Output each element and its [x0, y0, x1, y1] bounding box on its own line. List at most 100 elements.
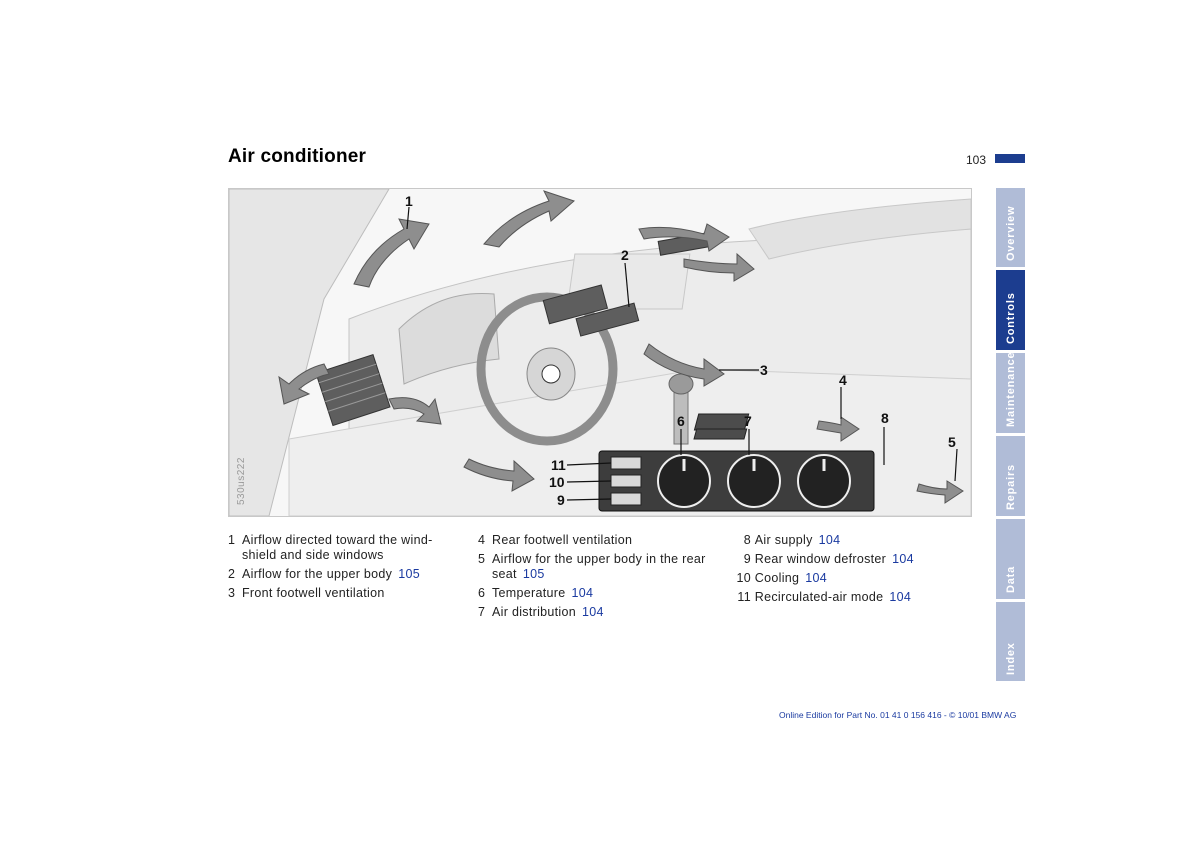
rear-footwell-vents [693, 413, 750, 440]
callout-8: 8 [881, 410, 889, 426]
temperature-knob [657, 454, 711, 508]
tab-overview[interactable]: Overview [996, 188, 1025, 267]
legend-text: Temperature [492, 586, 566, 600]
legend-text: Rear footwell ventilation [492, 533, 633, 547]
gear-knob [668, 373, 694, 395]
legend-item-4: 4 Rear footwell ventilation [478, 533, 723, 548]
airflow-arrow-left-vent [278, 363, 330, 405]
airflow-arrow-rear-footwell [816, 416, 860, 442]
legend-item-2: 2 Airflow for the upper body 105 [228, 567, 453, 582]
legend-number: 10 [736, 571, 751, 585]
legend-number: 8 [743, 533, 751, 547]
legend-text: Airflow for the upper body [242, 567, 393, 581]
tab-label: Index [1004, 642, 1017, 675]
air-distribution-knob [727, 454, 781, 508]
tab-label: Overview [1004, 205, 1017, 261]
callout-6: 6 [677, 413, 685, 429]
legend-number: 11 [737, 590, 751, 604]
airflow-arrow-driver-footwell [463, 458, 535, 492]
legend-column-2: 4 Rear footwell ventilation 5 Airflow fo… [478, 533, 723, 624]
legend-text: Airflow directed toward the wind-shield … [242, 533, 433, 562]
airflow-arrow-windshield-2 [483, 190, 575, 248]
figure-code: 530us222 [236, 457, 247, 505]
page-title: Air conditioner [228, 146, 367, 167]
airflow-arrow-rear-seat [916, 480, 964, 504]
legend-number: 1 [228, 533, 236, 547]
tab-data[interactable]: Data [996, 519, 1025, 599]
legend-item-6: 6 Temperature 104 [478, 586, 723, 601]
legend-number: 4 [478, 533, 486, 547]
legend-number: 3 [228, 586, 236, 600]
tab-label: Maintenance [1004, 351, 1017, 427]
page-number: 103 [966, 153, 987, 167]
callout-leader-lines [406, 206, 958, 501]
dashboard-illustration: 1 2 3 4 5 6 7 8 9 10 11 [228, 188, 972, 517]
tab-index[interactable]: Index [996, 602, 1025, 681]
legend-number: 5 [478, 552, 486, 566]
center-vents [542, 284, 640, 337]
door-panel-shape [748, 198, 971, 260]
logo-emblem [541, 364, 561, 384]
legend-number: 2 [228, 567, 236, 581]
legend-text: Airflow for the upper body in the rear s… [492, 552, 706, 581]
airflow-arrows [278, 190, 964, 504]
legend-item-5: 5 Airflow for the upper body in the rear… [478, 552, 723, 582]
airflow-arrow-left-vent-2 [388, 397, 442, 425]
callout-10: 10 [549, 474, 565, 490]
callout-5: 5 [948, 434, 956, 450]
legend-item-3: 3 Front footwell ventilation [228, 586, 453, 601]
air-supply-knob [797, 454, 851, 508]
legend-text: Air distribution [492, 605, 576, 619]
legend-text: Recirculated-air mode [754, 590, 884, 604]
recirculation-button [610, 456, 642, 470]
legend-column-1: 1 Airflow directed toward the wind-shiel… [228, 533, 453, 605]
page-reference-link[interactable]: 104 [571, 586, 594, 600]
tab-repairs[interactable]: Repairs [996, 436, 1025, 516]
steering-wheel [476, 292, 618, 446]
legend-text: Front footwell ventilation [242, 586, 385, 600]
legend-number: 9 [743, 552, 751, 566]
legend-item-11: 11 Recirculated-air mode 104 [728, 590, 958, 605]
legend-number: 7 [478, 605, 486, 619]
a-pillar-shape [229, 189, 390, 516]
legend-text: Rear window defroster [754, 552, 887, 566]
tab-label: Data [1004, 565, 1017, 593]
callout-4: 4 [839, 372, 847, 388]
legend-number: 6 [478, 586, 486, 600]
legend-text: Air supply [754, 533, 813, 547]
page-reference-link[interactable]: 105 [522, 567, 545, 581]
legend-text: Cooling [754, 571, 800, 585]
airflow-arrow-dash-right [638, 223, 730, 252]
callout-2: 2 [621, 247, 629, 263]
airflow-arrow-front-footwell [643, 343, 725, 387]
left-side-vent [315, 354, 391, 427]
callout-3: 3 [760, 362, 768, 378]
page-reference-link[interactable]: 104 [892, 552, 914, 566]
callout-11: 11 [551, 457, 566, 473]
page-reference-link[interactable]: 104 [889, 590, 912, 604]
climate-control-panel [598, 450, 875, 512]
airflow-arrow-windshield [353, 218, 430, 288]
page-reference-link[interactable]: 105 [398, 567, 421, 581]
callout-7: 7 [744, 413, 752, 429]
footer-edition-note: Online Edition for Part No. 01 41 0 156 … [779, 710, 1017, 720]
airflow-arrow-side [683, 252, 755, 282]
tab-controls[interactable]: Controls [996, 270, 1025, 350]
page-marker-bar [995, 154, 1025, 163]
tab-label: Controls [1004, 292, 1017, 344]
legend-item-9: 9 Rear window defroster 104 [728, 552, 958, 567]
callout-1: 1 [405, 193, 413, 209]
page-reference-link[interactable]: 104 [582, 605, 604, 619]
cooling-button [610, 474, 642, 488]
rear-defroster-button [610, 492, 642, 506]
page-reference-link[interactable]: 104 [805, 571, 828, 585]
legend-item-8: 8 Air supply 104 [728, 533, 958, 548]
tab-maintenance[interactable]: Maintenance [996, 351, 1025, 433]
legend-item-1: 1 Airflow directed toward the wind-shiel… [228, 533, 453, 563]
tab-label: Repairs [1004, 464, 1017, 510]
legend-item-10: 10 Cooling 104 [728, 571, 958, 586]
callout-9: 9 [557, 492, 565, 508]
page-reference-link[interactable]: 104 [818, 533, 841, 547]
legend-item-7: 7 Air distribution 104 [478, 605, 723, 620]
